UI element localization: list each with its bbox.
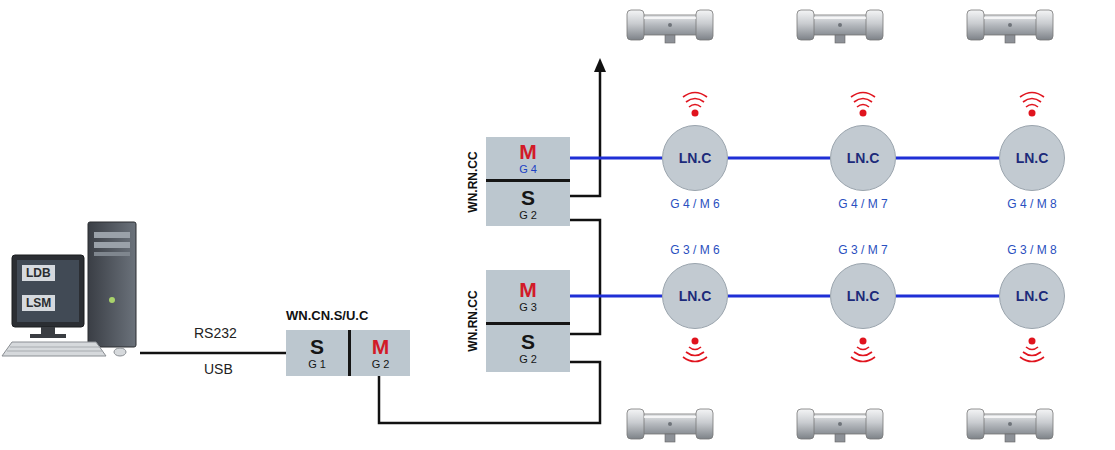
slave-port: SG 2 <box>486 179 570 226</box>
lock-node: LN.CG 3 / M 8 <box>999 263 1065 329</box>
radio-link <box>896 157 999 160</box>
bus-wire <box>570 220 600 334</box>
wireless-symbol <box>1020 338 1044 362</box>
radio-link <box>728 295 830 298</box>
node-address: G 4 / M 6 <box>670 197 719 211</box>
interface-label: RS232 <box>194 325 237 341</box>
lock-cylinder <box>967 10 1053 43</box>
port-letter: S <box>521 187 535 209</box>
group-number: G 2 <box>519 353 537 366</box>
port-letter: M <box>519 141 537 163</box>
node-address: G 3 / M 7 <box>838 243 887 257</box>
slave-port: SG 2 <box>486 322 570 372</box>
node-name: LN.C <box>1016 150 1049 166</box>
screen-label: LSM <box>22 295 55 311</box>
node-address: G 3 / M 8 <box>1007 243 1056 257</box>
unit-heading: WN.RN.CC <box>466 290 480 351</box>
master-port: MG 4 <box>486 137 570 179</box>
node-name: LN.C <box>847 288 880 304</box>
computer-illustration <box>2 222 136 356</box>
lock-cylinder <box>967 409 1053 442</box>
interface-unit: WN.CN.S/U.CSG 1MG 2 <box>286 306 410 378</box>
node-name: LN.C <box>679 288 712 304</box>
workstation: LDB LSM <box>5 215 140 360</box>
lock-cylinder <box>797 10 883 43</box>
slave-port: SG 1 <box>286 330 348 376</box>
screen-label: LDB <box>22 265 55 281</box>
node-name: LN.C <box>847 150 880 166</box>
wireless-symbol <box>1020 93 1044 117</box>
wireless-symbol <box>851 93 875 117</box>
port-letter: S <box>521 331 535 353</box>
onward-arrow <box>570 58 606 196</box>
node-address: G 4 / M 8 <box>1007 197 1056 211</box>
group-number: G 1 <box>308 358 326 371</box>
router-unit: WN.RN.CCMG 3SG 2 <box>462 268 572 374</box>
group-number: G 2 <box>372 358 390 371</box>
lock-node: LN.CG 4 / M 6 <box>662 125 728 191</box>
wireless-symbol <box>683 338 707 362</box>
lock-node: LN.CG 4 / M 7 <box>830 125 896 191</box>
master-port: MG 3 <box>486 270 570 322</box>
radio-link <box>570 157 662 160</box>
wireless-symbol <box>683 93 707 117</box>
radio-link <box>570 295 662 298</box>
lock-cylinder <box>797 409 883 442</box>
port-letter: M <box>372 336 390 358</box>
node-address: G 4 / M 7 <box>838 197 887 211</box>
bus-wire <box>140 352 286 355</box>
port-letter: S <box>310 336 324 358</box>
lock-cylinder <box>627 10 713 43</box>
group-number: G 4 <box>519 163 537 176</box>
lock-node: LN.CG 3 / M 7 <box>830 263 896 329</box>
group-number: G 2 <box>519 209 537 222</box>
radio-link <box>896 295 999 298</box>
router-unit: WN.RN.CCMG 4SG 2 <box>462 135 572 228</box>
wireless-symbol <box>851 338 875 362</box>
radio-link <box>728 157 830 160</box>
lock-cylinder <box>627 409 713 442</box>
master-port: MG 2 <box>348 330 410 376</box>
node-address: G 3 / M 6 <box>670 243 719 257</box>
port-letter: M <box>519 279 537 301</box>
group-number: G 3 <box>519 301 537 314</box>
unit-heading: WN.CN.S/U.C <box>286 308 368 323</box>
lock-node: LN.CG 3 / M 6 <box>662 263 728 329</box>
node-name: LN.C <box>679 150 712 166</box>
lock-node: LN.CG 4 / M 8 <box>999 125 1065 191</box>
node-name: LN.C <box>1016 288 1049 304</box>
unit-heading: WN.RN.CC <box>466 151 480 212</box>
interface-label: USB <box>204 361 233 377</box>
